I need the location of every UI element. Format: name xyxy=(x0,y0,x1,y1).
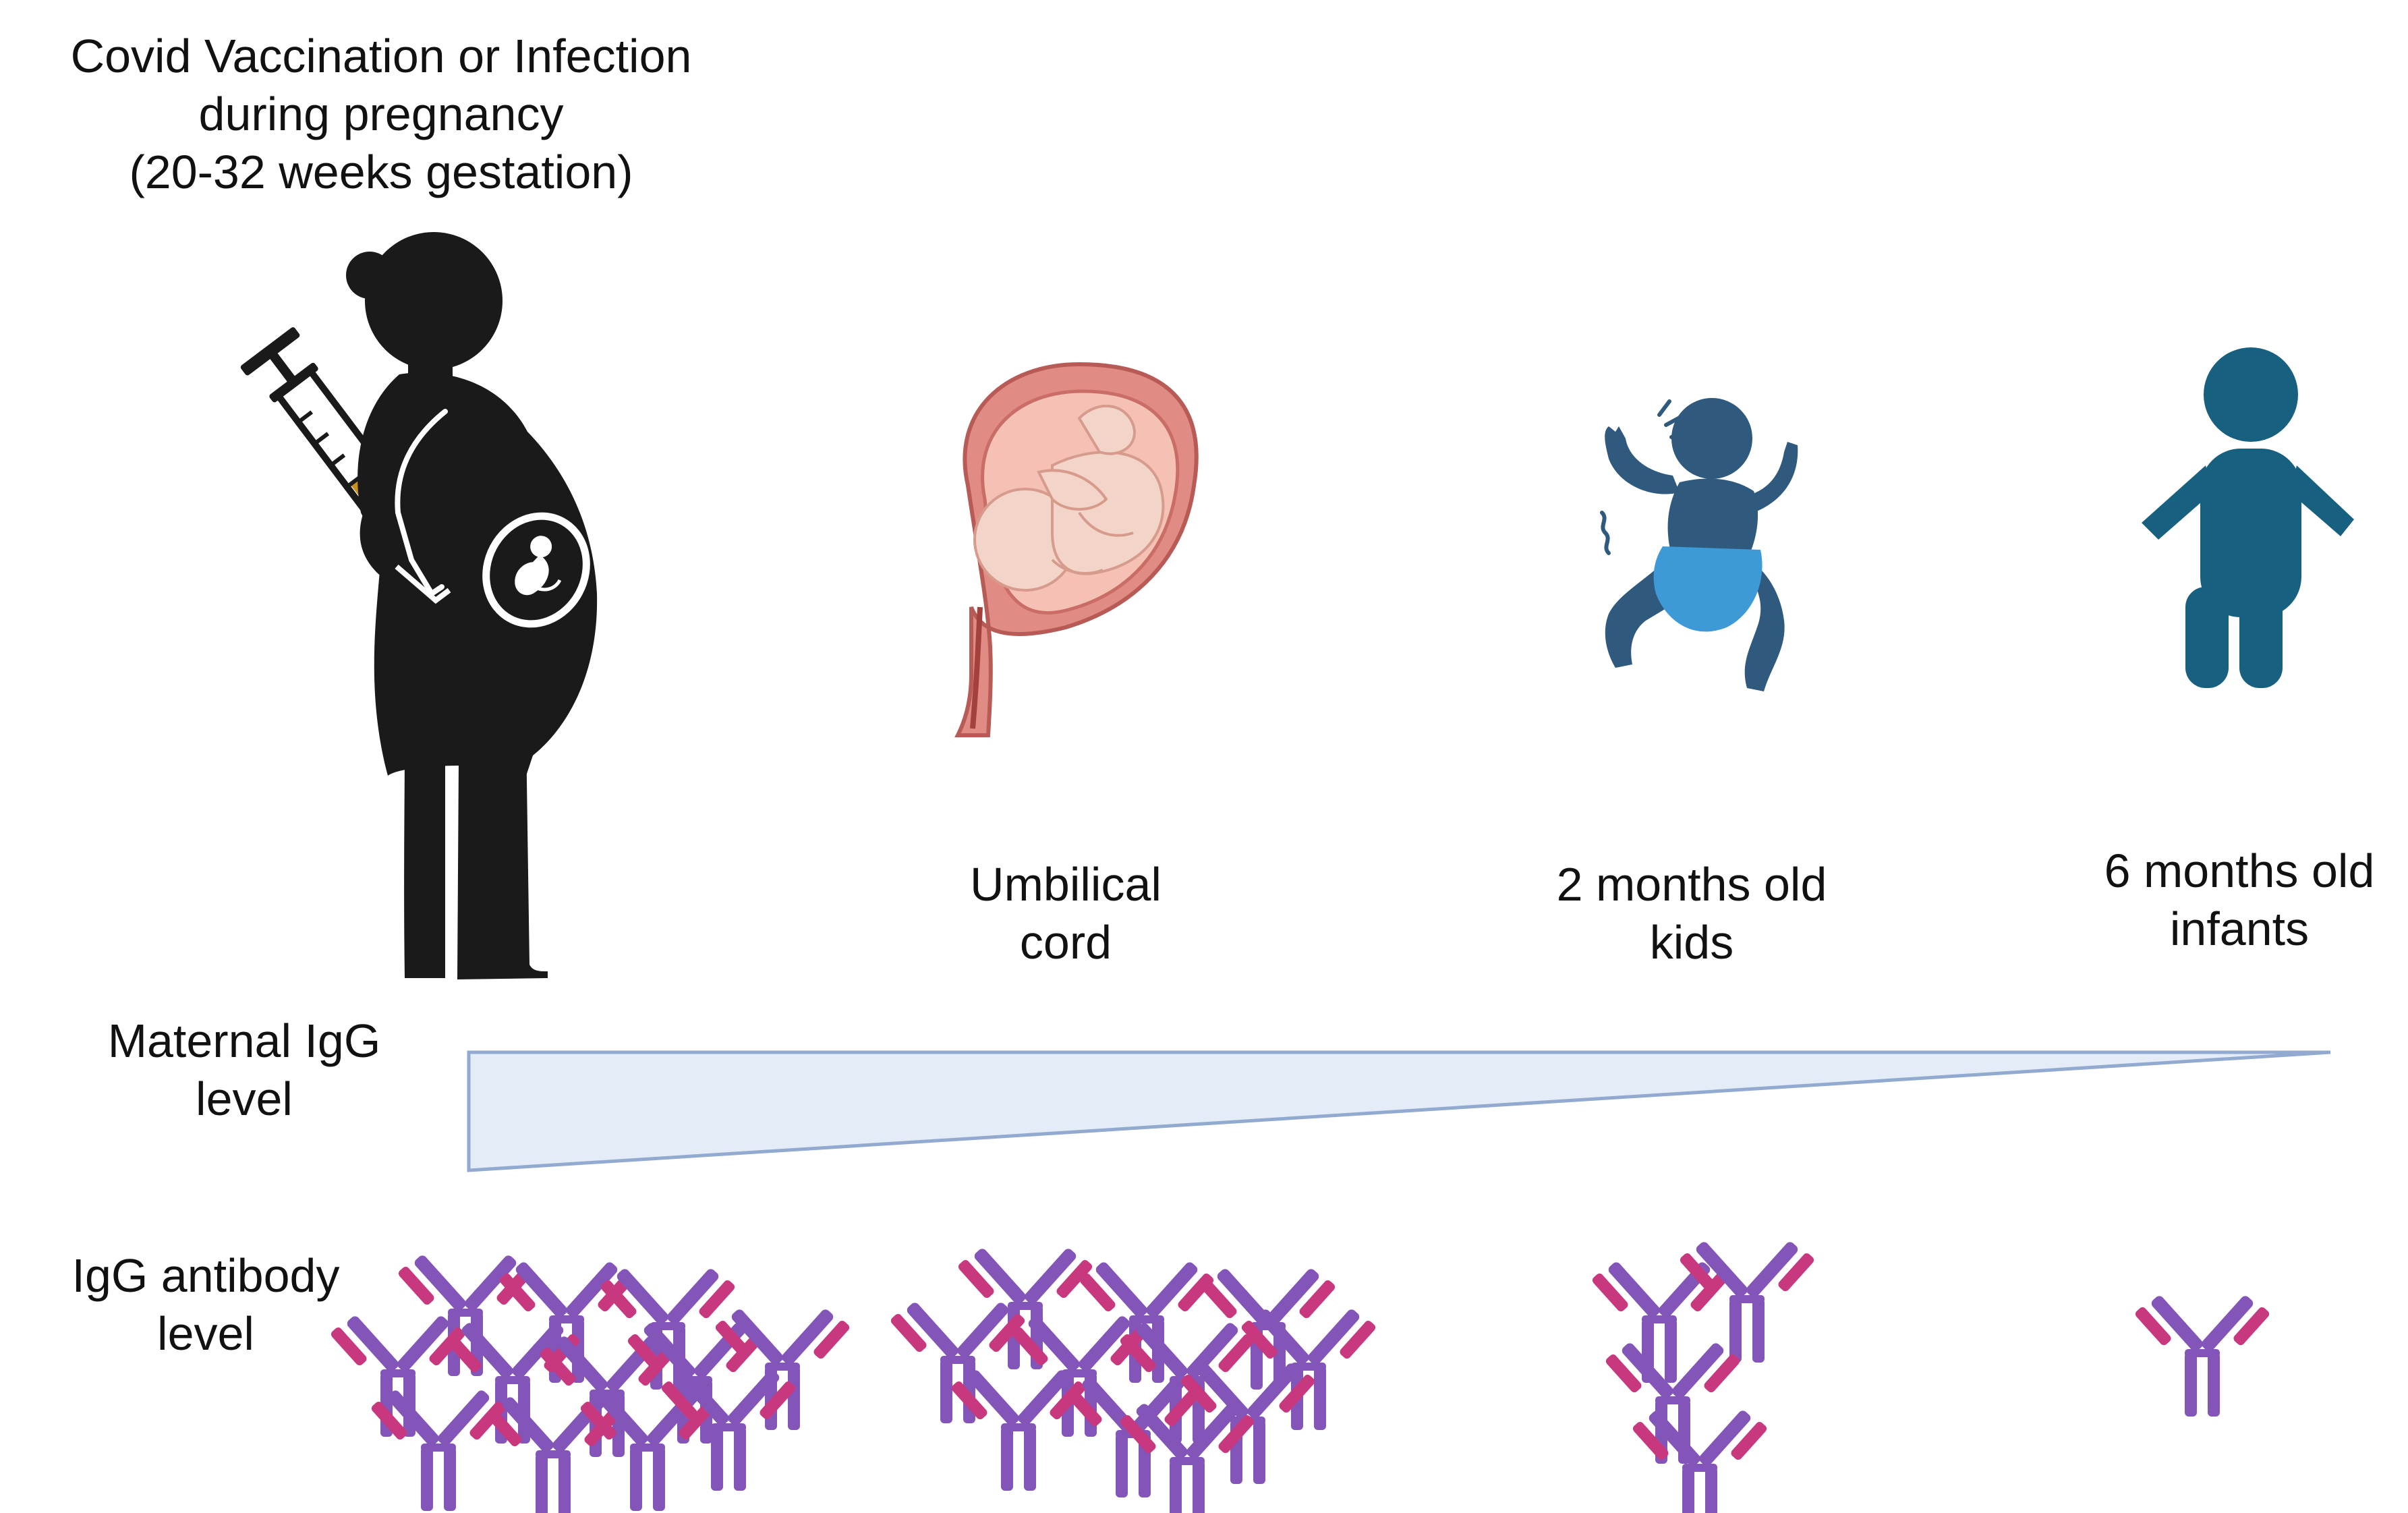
igg-antibody-icon xyxy=(2133,1294,2271,1417)
antibody-group-mother xyxy=(329,1253,851,1513)
vaccination-title-line-3: (20-32 weeks gestation) xyxy=(129,146,633,198)
maternal-igg-label-line-1: Maternal IgG xyxy=(107,1015,381,1067)
stage-label-6-months: 6 months old infants xyxy=(2104,842,2375,958)
woman-arm-outline xyxy=(395,409,448,598)
fetus-body xyxy=(973,405,1165,592)
fetus-limbs xyxy=(1051,511,1134,575)
igg-antibody-label-line-1: IgG antibody xyxy=(71,1249,340,1302)
igg-antibody-label: IgG antibody level xyxy=(72,1247,340,1363)
igg-antibody-icon xyxy=(329,1314,467,1437)
umbilical-cord-fetus-icon xyxy=(954,362,1199,737)
baby-wiggle-marks xyxy=(1600,399,1776,636)
baby-diaper-icon xyxy=(1600,398,1798,691)
antibody-group-2-months xyxy=(1590,1240,1816,1513)
stage-label-6-months-line-2: infants xyxy=(2169,903,2310,955)
stage-label-2-months-line-2: kids xyxy=(1649,916,1734,969)
maternal-igg-label-line-2: level xyxy=(196,1073,293,1125)
umbilical-cord xyxy=(970,606,983,729)
woman-hand-outline xyxy=(395,564,451,604)
toddler-icon xyxy=(2142,347,2354,688)
vaccination-title-line-1: Covid Vaccination or Infection xyxy=(70,30,692,82)
antibody-group-umbilical-cord xyxy=(889,1247,1377,1513)
maternal-igg-wedge xyxy=(467,1050,2331,1172)
stage-label-2-months: 2 months old kids xyxy=(1557,855,1827,971)
vaccination-title: Covid Vaccination or Infection during pr… xyxy=(71,27,692,201)
fetus-curl xyxy=(517,572,562,592)
stage-label-2-months-line-1: 2 months old xyxy=(1556,858,1827,911)
maternal-igg-label: Maternal IgG level xyxy=(108,1012,381,1128)
igg-antibody-icon xyxy=(956,1247,1094,1369)
stage-label-umbilical-cord-line-2: cord xyxy=(1019,916,1112,969)
stage-label-umbilical-cord-line-1: Umbilical xyxy=(970,858,1162,911)
stage-label-6-months-line-1: 6 months old xyxy=(2104,845,2375,897)
diaper xyxy=(1653,546,1762,632)
fetus-silhouette-icon xyxy=(515,536,552,596)
vaccination-title-line-2: during pregnancy xyxy=(198,88,564,140)
pregnant-woman-icon xyxy=(346,232,598,979)
stage-label-umbilical-cord: Umbilical cord xyxy=(970,855,1162,971)
igg-antibody-icon xyxy=(1631,1408,1769,1513)
igg-antibody-label-line-2: level xyxy=(157,1307,254,1360)
antibody-group-6-months xyxy=(2133,1294,2271,1417)
